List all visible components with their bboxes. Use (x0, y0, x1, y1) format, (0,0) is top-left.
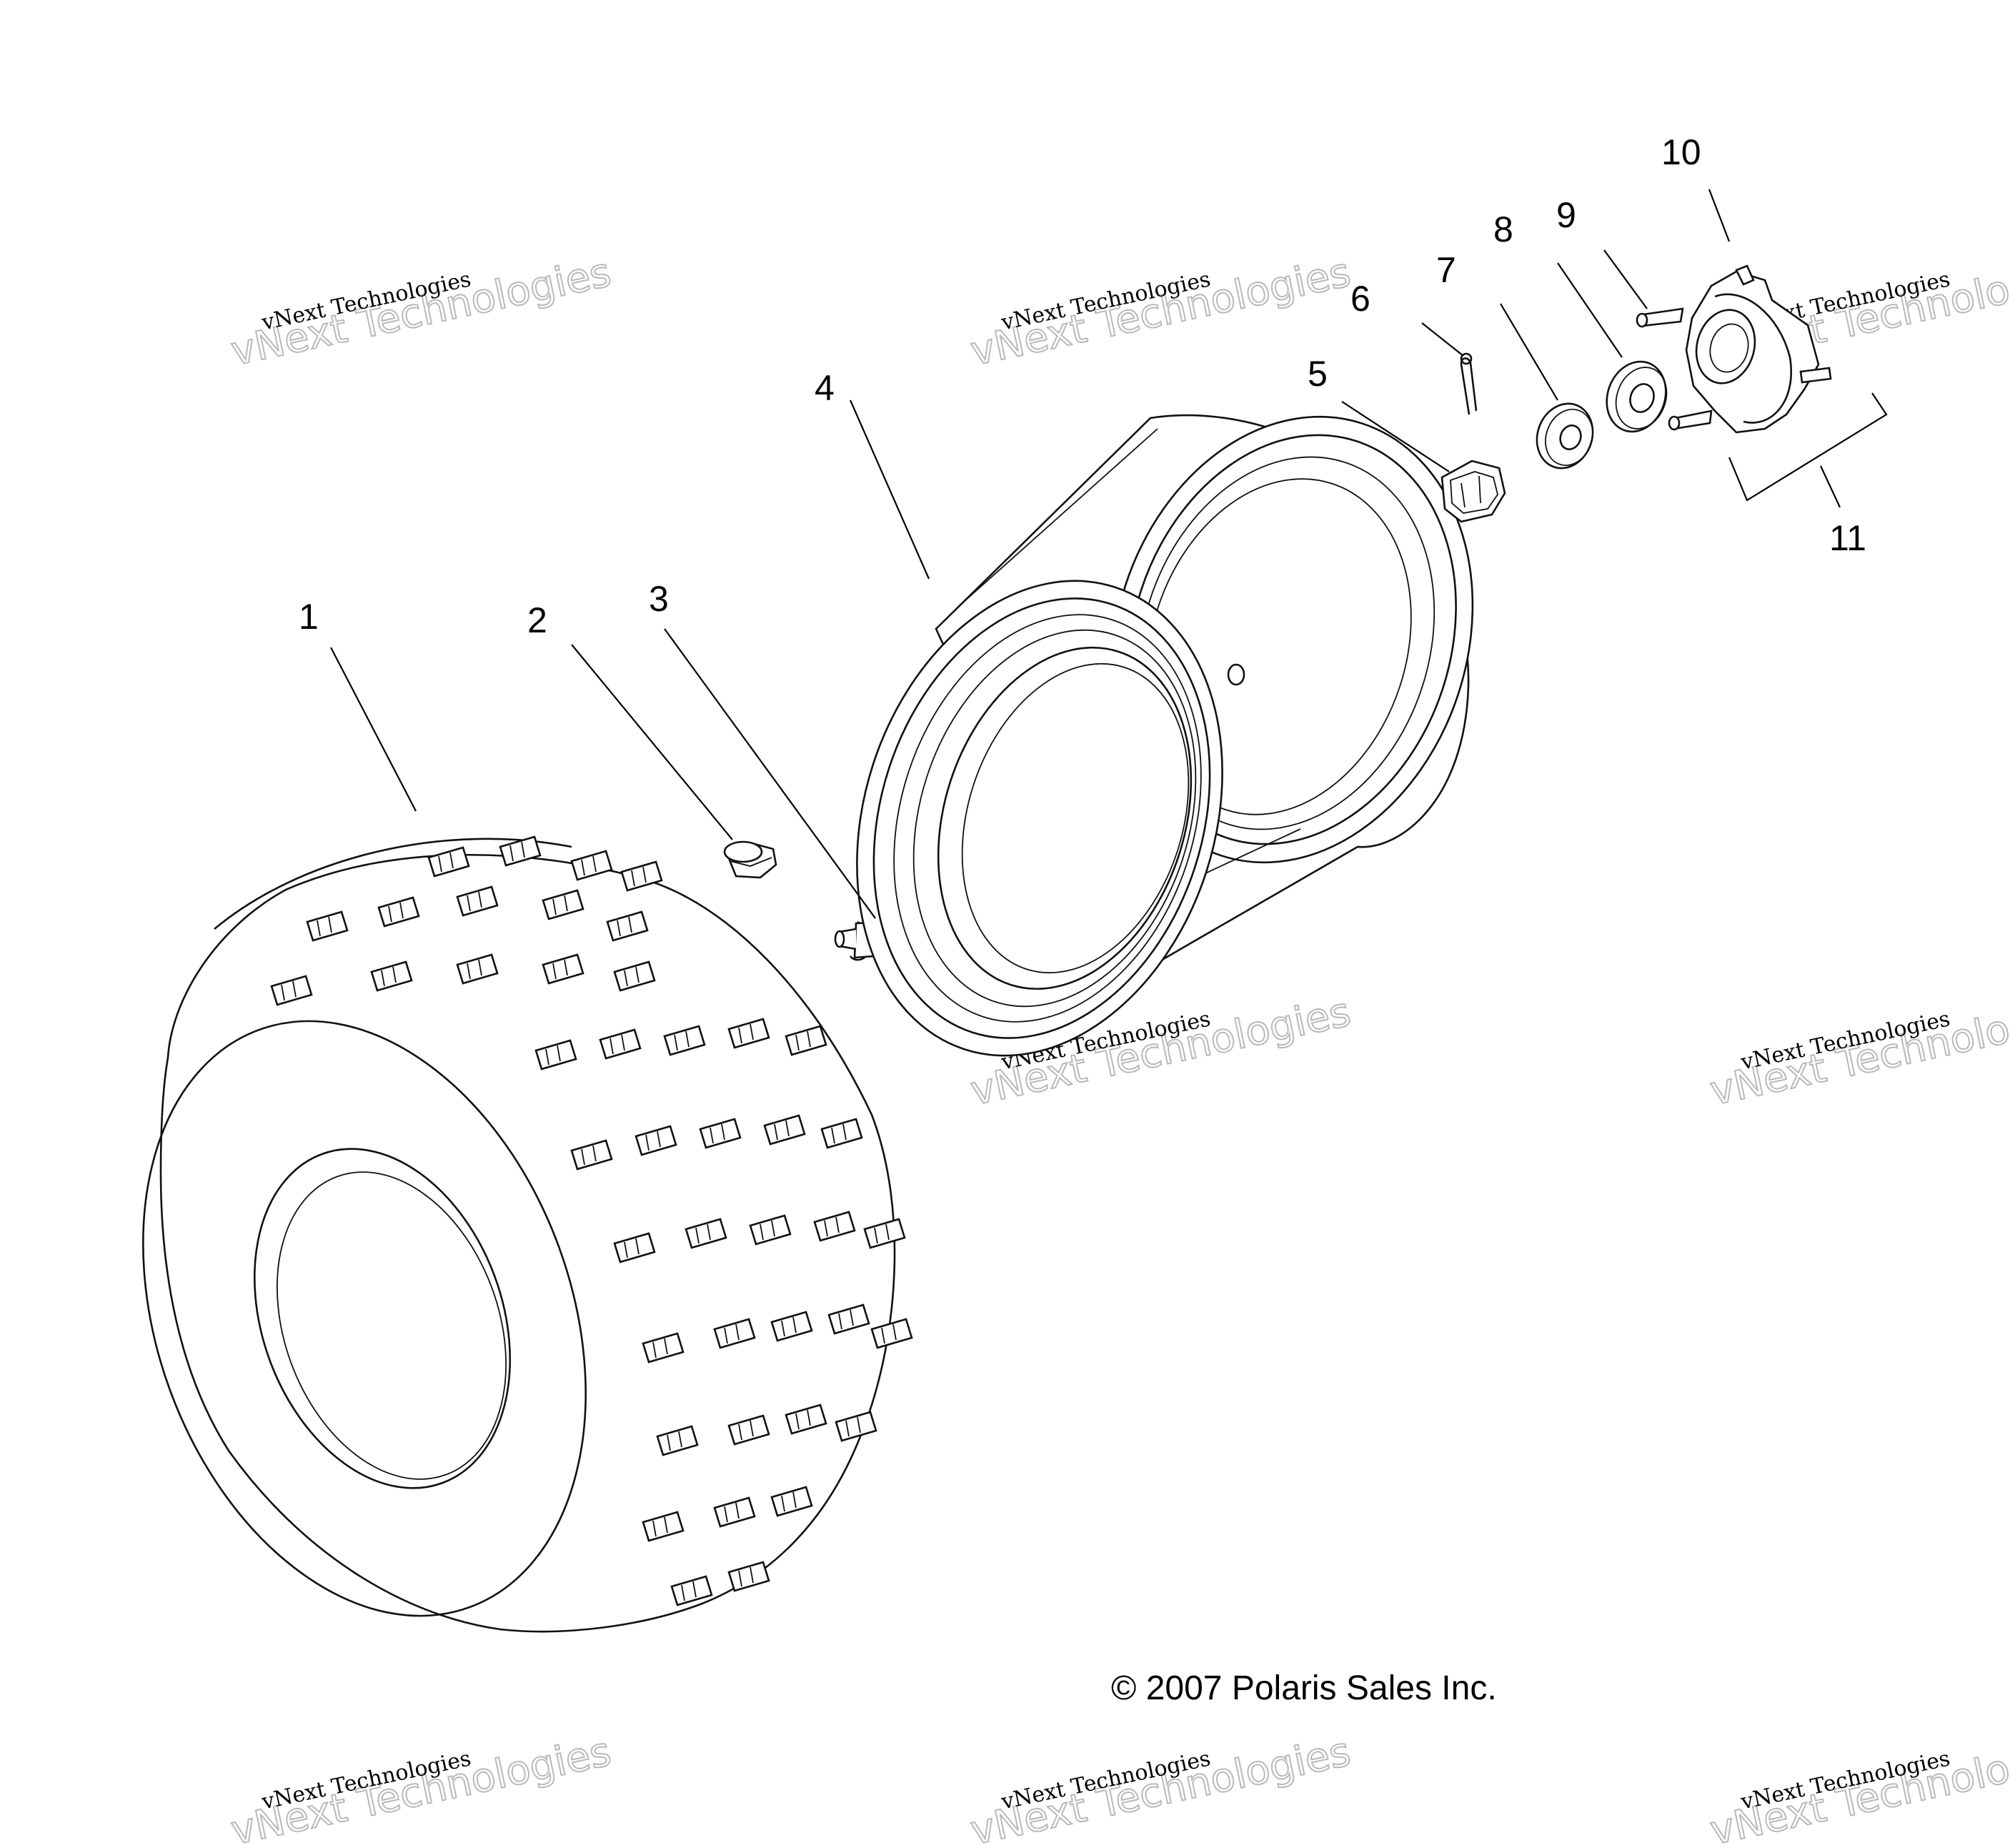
wheel-rim (856, 414, 1474, 1057)
callout-9: 9 (1556, 195, 1576, 235)
tire (142, 835, 913, 1633)
callout-6: 6 (1350, 279, 1370, 319)
callout-10: 10 (1661, 132, 1701, 172)
callout-2: 2 (527, 600, 547, 640)
callout-1: 1 (299, 597, 319, 637)
callout-7: 7 (1436, 250, 1456, 290)
wheel-hub (1636, 264, 1832, 434)
washer-7 (1536, 402, 1594, 470)
cotter-pin (1460, 352, 1478, 415)
callout-11: 11 (1829, 518, 1866, 558)
washer-8 (1606, 360, 1668, 433)
castle-nut (1441, 459, 1506, 523)
callout-8: 8 (1493, 209, 1513, 249)
leader-lines (330, 189, 1888, 919)
callout-labels: 1 2 3 4 5 6 7 8 9 10 11 (299, 132, 1866, 640)
valve-cap (723, 840, 777, 879)
callout-4: 4 (815, 368, 835, 408)
callout-5: 5 (1308, 354, 1328, 394)
copyright-notice: © 2007 Polaris Sales Inc. (1111, 1669, 1497, 1707)
callout-3: 3 (649, 579, 669, 619)
